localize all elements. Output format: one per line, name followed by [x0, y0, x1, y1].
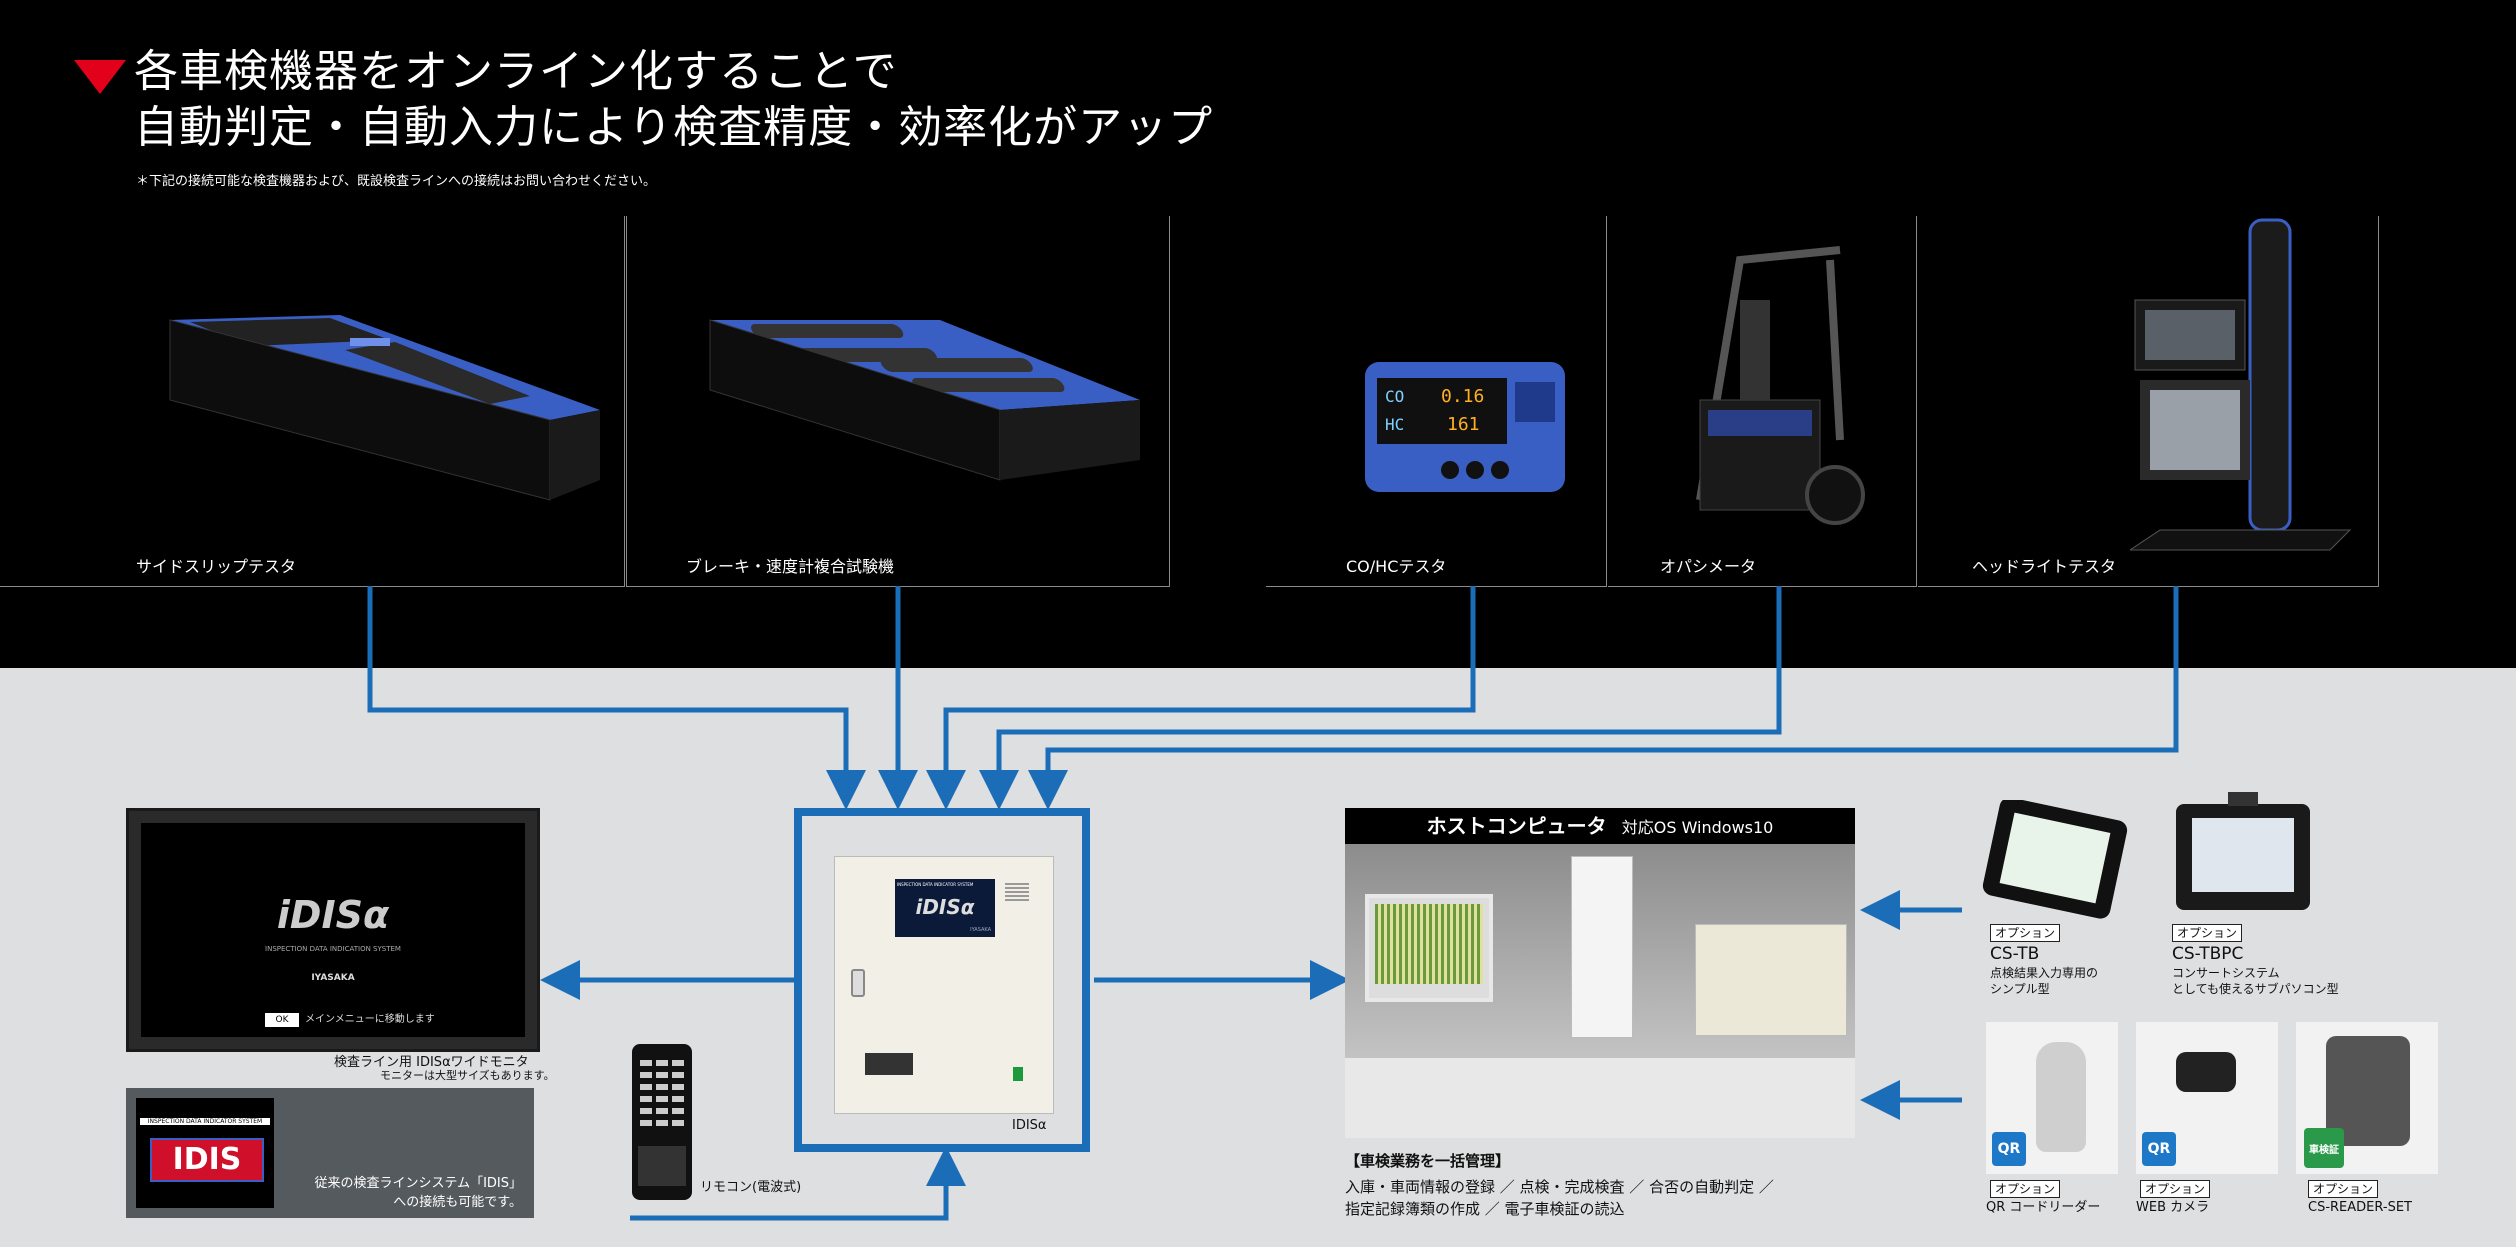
qr-reader-photo: QR: [1986, 1022, 2118, 1174]
qr-icon: QR: [1992, 1132, 2026, 1166]
connector-side-slip: [367, 586, 866, 810]
option-badge-qr: オプション: [1990, 1180, 2061, 1198]
option-name-cs-reader: CS-READER-SET: [2308, 1200, 2412, 1215]
cs-tb-tablet-image: [1982, 800, 2128, 919]
host-summary-line-2: 指定記録簿類の作成 ／ 電子車検証の読込: [1345, 1200, 1625, 1218]
wide-monitor: iDISα INSPECTION DATA INDICATION SYSTEM …: [126, 808, 540, 1052]
legacy-idis-image: INSPECTION DATA INDICATOR SYSTEM IDIS: [136, 1098, 274, 1208]
heading-line-1: 各車検機器をオンライン化することで: [134, 46, 898, 97]
host-monitor-icon: [1365, 894, 1493, 1002]
camera-qr-icon: QR: [2142, 1132, 2176, 1166]
cs-reader-device: [2326, 1036, 2410, 1146]
host-summary-title: 【車検業務を一括管理】: [1345, 1152, 1511, 1170]
monitor-menu-text: メインメニューに移動します: [305, 1014, 435, 1025]
unit-power-led: [1013, 1067, 1023, 1081]
option-badge-cs-reader: オプション: [2308, 1180, 2379, 1198]
device-label-cohc: CO/HCテスタ: [1346, 557, 1447, 576]
option-desc-cs-tbpc-1: コンサートシステム: [2172, 966, 2280, 980]
headlight-tester-image: [2130, 218, 2352, 551]
monitor-logo: iDISα: [276, 893, 390, 937]
heading-note: ＊下記の接続可能な検査機器および、既設検査ラインへの接続はお問い合わせください。: [136, 174, 657, 189]
device-label-brake: ブレーキ・速度計複合試験機: [686, 557, 895, 576]
unit-label-plate: [865, 1053, 913, 1075]
web-camera-photo: QR: [2136, 1022, 2278, 1174]
device-panel-cohc: [1266, 216, 1607, 587]
svg-text:CO: CO: [1385, 387, 1404, 406]
host-title-bar: ホストコンピュータ 対応OS Windows10: [1345, 808, 1855, 844]
option-badge-cs-tbpc: オプション: [2172, 924, 2243, 942]
co-value: 0.16: [1441, 386, 1484, 407]
side-slip-tester-image: [169, 315, 600, 501]
option-name-webcam: WEB カメラ: [2136, 1200, 2210, 1215]
host-tower-icon: [1571, 856, 1633, 1038]
host-desk-image: [1345, 844, 1855, 1138]
legacy-caption: 従来の検査ラインシステム「IDIS」: [314, 1176, 522, 1191]
device-panel-headlight: [1918, 216, 2379, 587]
device-panel-side-slip: [0, 216, 625, 587]
heading-line-2: 自動判定・自動入力により検査精度・効率化がアップ: [134, 102, 1214, 153]
monitor-ok-button[interactable]: OK: [265, 1013, 299, 1027]
qr-reader-device: [2036, 1042, 2086, 1152]
option-badge-webcam: オプション: [2140, 1180, 2211, 1198]
vehicle-cert-icon: 車検証: [2304, 1128, 2344, 1168]
co-hc-tester-image: CO 0.16 HC 161: [1365, 362, 1565, 492]
host-summary-line-1: 入庫・車両情報の登録 ／ 点検・完成検査 ／ 合否の自動判定 ／: [1345, 1178, 1774, 1196]
web-camera-device: [2176, 1052, 2236, 1092]
option-desc-cs-tbpc-2: としても使えるサブパソコン型: [2172, 982, 2339, 996]
host-os: 対応OS Windows10: [1621, 818, 1774, 837]
unit-screen-title: INSPECTION DATA INDICATOR SYSTEM: [897, 882, 974, 887]
brake-speedometer-tester-image: [709, 319, 1140, 481]
option-desc-cs-tb-2: シンプル型: [1990, 982, 2050, 996]
legacy-idis-logo: IDIS: [150, 1138, 264, 1182]
remote-control-image: [632, 1044, 692, 1200]
device-label-side-slip: サイドスリップテスタ: [136, 557, 297, 576]
host-printer-icon: [1695, 924, 1847, 1036]
remote-label: リモコン(電波式): [700, 1180, 802, 1195]
cs-reader-photo: 車検証: [2296, 1022, 2438, 1174]
opacimeter-image: [1696, 246, 1865, 525]
unit-vent-icon: [1005, 883, 1029, 903]
unit-lock-icon[interactable]: [851, 969, 865, 997]
device-label-headlight: ヘッドライトテスタ: [1972, 557, 2117, 576]
legacy-caption-sub: への接続も可能です。: [393, 1195, 522, 1210]
idis-alpha-label: IDISα: [1012, 1118, 1047, 1133]
option-badge-cs-tb: オプション: [1990, 924, 2061, 942]
option-name-cs-tb: CS-TB: [1990, 944, 2040, 964]
top-dark-band: [0, 0, 2516, 668]
monitor-caption: 検査ライン用 IDISαワイドモニタ: [334, 1055, 529, 1070]
device-label-opacity: オパシメータ: [1660, 557, 1757, 576]
unit-screen-brand: IYASAKA: [970, 927, 991, 933]
red-triangle-icon: [74, 60, 126, 94]
hc-value: 161: [1447, 414, 1480, 435]
svg-text:HC: HC: [1385, 415, 1404, 434]
monitor-subtitle: INSPECTION DATA INDICATION SYSTEM: [265, 945, 401, 953]
host-title: ホストコンピュータ: [1426, 814, 1607, 838]
unit-screen: INSPECTION DATA INDICATOR SYSTEM iDISα I…: [895, 879, 995, 937]
legacy-idis-box: INSPECTION DATA INDICATOR SYSTEM IDIS 従来…: [126, 1088, 534, 1218]
idis-alpha-unit: INSPECTION DATA INDICATOR SYSTEM iDISα I…: [834, 856, 1054, 1114]
host-computer-panel: ホストコンピュータ 対応OS Windows10: [1345, 808, 1855, 1138]
connector-headlight: [1028, 586, 2179, 810]
monitor-screen: iDISα INSPECTION DATA INDICATION SYSTEM …: [141, 823, 525, 1037]
connector-opacity: [979, 586, 1782, 810]
device-panel-opacity: [1608, 216, 1917, 587]
option-name-qr: QR コードリーダー: [1986, 1200, 2101, 1215]
connector-remote: [630, 1146, 966, 1221]
option-name-cs-tbpc: CS-TBPC: [2172, 944, 2244, 964]
cs-tbpc-tablet-image: [2176, 792, 2310, 910]
monitor-caption-sub: モニターは大型サイズもあります。: [380, 1069, 555, 1082]
host-desk-surface: [1345, 1058, 1855, 1138]
connector-cohc: [926, 586, 1476, 810]
monitor-brand: IYASAKA: [311, 973, 355, 983]
option-desc-cs-tb-1: 点検結果入力専用の: [1990, 966, 2099, 980]
unit-screen-logo: iDISα: [915, 895, 975, 919]
legacy-idis-banner: INSPECTION DATA INDICATOR SYSTEM: [140, 1118, 270, 1125]
